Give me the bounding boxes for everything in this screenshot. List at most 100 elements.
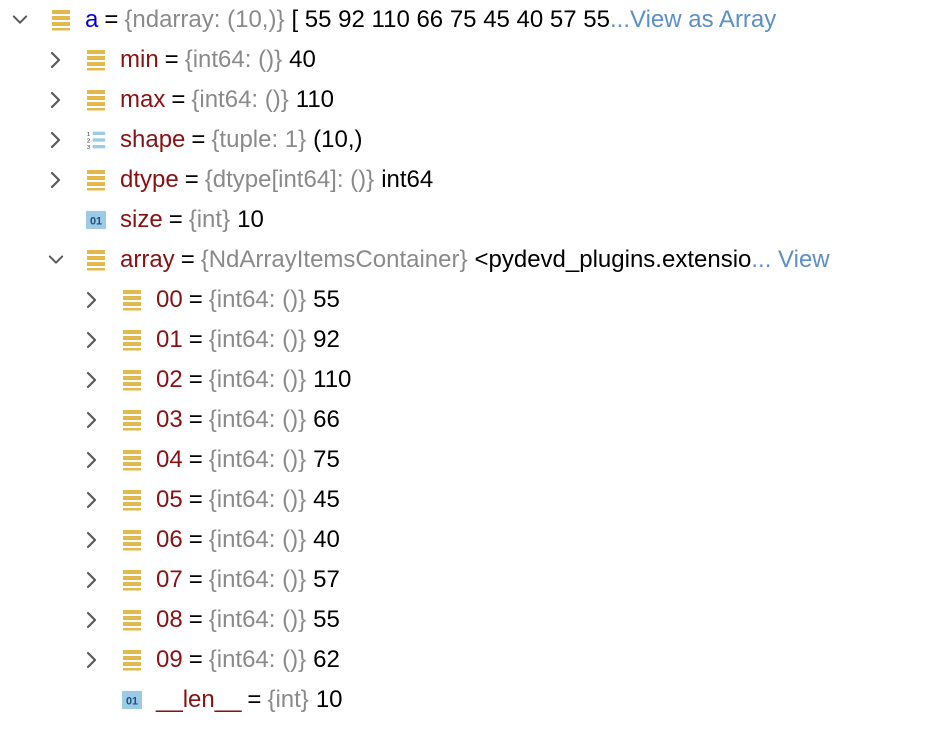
view-as-array-link[interactable]: ...View as Array <box>609 6 777 33</box>
list-icon <box>51 9 71 31</box>
variable-value: 75 <box>313 446 340 473</box>
variable-value: 10 <box>237 206 264 233</box>
variable-name: dtype <box>120 166 179 193</box>
equals-sign: = <box>188 326 203 353</box>
chevron-down-icon[interactable] <box>48 250 64 270</box>
list-icon <box>122 529 142 551</box>
digit-1: 1 <box>87 132 90 138</box>
equals-sign: = <box>191 126 206 153</box>
tree-row-dtype[interactable]: dtype={dtype[int64]: ()}int64 <box>0 160 928 200</box>
tree-row-item[interactable]: 05={int64: ()}45 <box>0 480 928 520</box>
equals-sign: = <box>184 166 199 193</box>
tree-row-len[interactable]: 01__len__={int}10 <box>0 680 928 720</box>
variable-type: {NdArrayItemsContainer} <box>200 246 468 273</box>
variable-value: int64 <box>381 166 434 193</box>
variable-type: {int64: ()} <box>191 86 289 113</box>
list-icon <box>86 89 106 111</box>
svg-text:01: 01 <box>126 696 138 708</box>
tree-row-item[interactable]: 01={int64: ()}92 <box>0 320 928 360</box>
chevron-right-icon[interactable] <box>84 450 100 470</box>
list-icon <box>86 249 106 271</box>
variable-value: 45 <box>313 486 340 513</box>
digit-2: 2 <box>87 139 90 145</box>
int-icon: 01 <box>86 209 106 231</box>
tree-row-max[interactable]: max={int64: ()}110 <box>0 80 928 120</box>
list-icon <box>122 489 142 511</box>
variable-type: {int64: ()} <box>208 446 307 473</box>
chevron-right-icon[interactable] <box>84 410 100 430</box>
variable-value: <pydevd_plugins.extensio <box>474 246 752 273</box>
view-link[interactable]: ... View <box>751 246 830 273</box>
variable-value: [ 55 92 110 66 75 45 40 57 55 <box>291 6 610 33</box>
variable-name: 03 <box>156 406 183 433</box>
tree-row-array[interactable]: array={NdArrayItemsContainer}<pydevd_plu… <box>0 240 928 280</box>
chevron-right-icon[interactable] <box>84 530 100 550</box>
chevron-right-icon[interactable] <box>84 650 100 670</box>
tree-row-item[interactable]: 07={int64: ()}57 <box>0 560 928 600</box>
chevron-right-icon[interactable] <box>48 170 64 190</box>
variable-type: {int64: ()} <box>208 366 307 393</box>
tree-row-min[interactable]: min={int64: ()}40 <box>0 40 928 80</box>
chevron-right-icon[interactable] <box>84 490 100 510</box>
variable-type: {tuple: 1} <box>211 126 307 153</box>
variable-type: {int64: ()} <box>184 46 283 73</box>
variable-name: 04 <box>156 446 183 473</box>
list-icon <box>122 569 142 591</box>
equals-sign: = <box>188 606 203 633</box>
tree-row-item[interactable]: 04={int64: ()}75 <box>0 440 928 480</box>
chevron-right-icon[interactable] <box>84 610 100 630</box>
variable-type: {int} <box>188 206 231 233</box>
tree-row-item[interactable]: 00={int64: ()}55 <box>0 280 928 320</box>
tree-row-item[interactable]: 06={int64: ()}40 <box>0 520 928 560</box>
tree-row-item[interactable]: 09={int64: ()}62 <box>0 640 928 680</box>
variable-value: (10,) <box>313 126 363 153</box>
variable-name: max <box>120 86 166 113</box>
variable-value: 10 <box>315 686 343 713</box>
chevron-right-icon[interactable] <box>48 90 64 110</box>
chevron-right-icon[interactable] <box>84 370 100 390</box>
variable-type: {int64: ()} <box>208 286 307 313</box>
variable-type: {int64: ()} <box>208 566 307 593</box>
chevron-right-icon[interactable] <box>48 50 64 70</box>
variable-name: 05 <box>156 486 183 513</box>
equals-sign: = <box>188 406 203 433</box>
variable-name: size <box>120 206 163 233</box>
chevron-right-icon[interactable] <box>84 290 100 310</box>
variable-name: 09 <box>156 646 183 673</box>
tree-row-item[interactable]: 03={int64: ()}66 <box>0 400 928 440</box>
variable-type: {int} <box>267 686 309 713</box>
tree-row-item[interactable]: 02={int64: ()}110 <box>0 360 928 400</box>
list-icon <box>122 329 142 351</box>
chevron-right-icon[interactable] <box>48 130 64 150</box>
chevron-right-icon[interactable] <box>84 330 100 350</box>
equals-sign: = <box>171 86 186 113</box>
variable-name: 06 <box>156 526 183 553</box>
tree-spacer <box>84 690 100 710</box>
variable-value: 92 <box>313 326 340 353</box>
list-icon <box>122 649 142 671</box>
equals-sign: = <box>188 646 203 673</box>
variable-name: 01 <box>156 326 183 353</box>
chevron-down-icon[interactable] <box>12 10 28 30</box>
list-icon <box>122 449 142 471</box>
equals-sign: = <box>188 566 203 593</box>
variable-name: array <box>120 246 175 273</box>
chevron-right-icon[interactable] <box>84 570 100 590</box>
list-icon <box>86 49 106 71</box>
variable-value: 110 <box>295 86 335 113</box>
equals-sign: = <box>188 526 203 553</box>
tree-spacer <box>48 210 64 230</box>
equals-sign: = <box>180 246 195 273</box>
tree-row-root[interactable]: a={ndarray: (10,)}[ 55 92 110 66 75 45 4… <box>0 0 928 40</box>
variable-name: __len__ <box>156 686 242 713</box>
equals-sign: = <box>188 486 203 513</box>
digit-3: 3 <box>87 145 90 151</box>
list-icon <box>122 289 142 311</box>
tree-row-item[interactable]: 08={int64: ()}55 <box>0 600 928 640</box>
variable-type: {dtype[int64]: ()} <box>204 166 375 193</box>
list-icon <box>122 409 142 431</box>
equals-sign: = <box>164 46 179 73</box>
variable-name: shape <box>120 126 186 153</box>
